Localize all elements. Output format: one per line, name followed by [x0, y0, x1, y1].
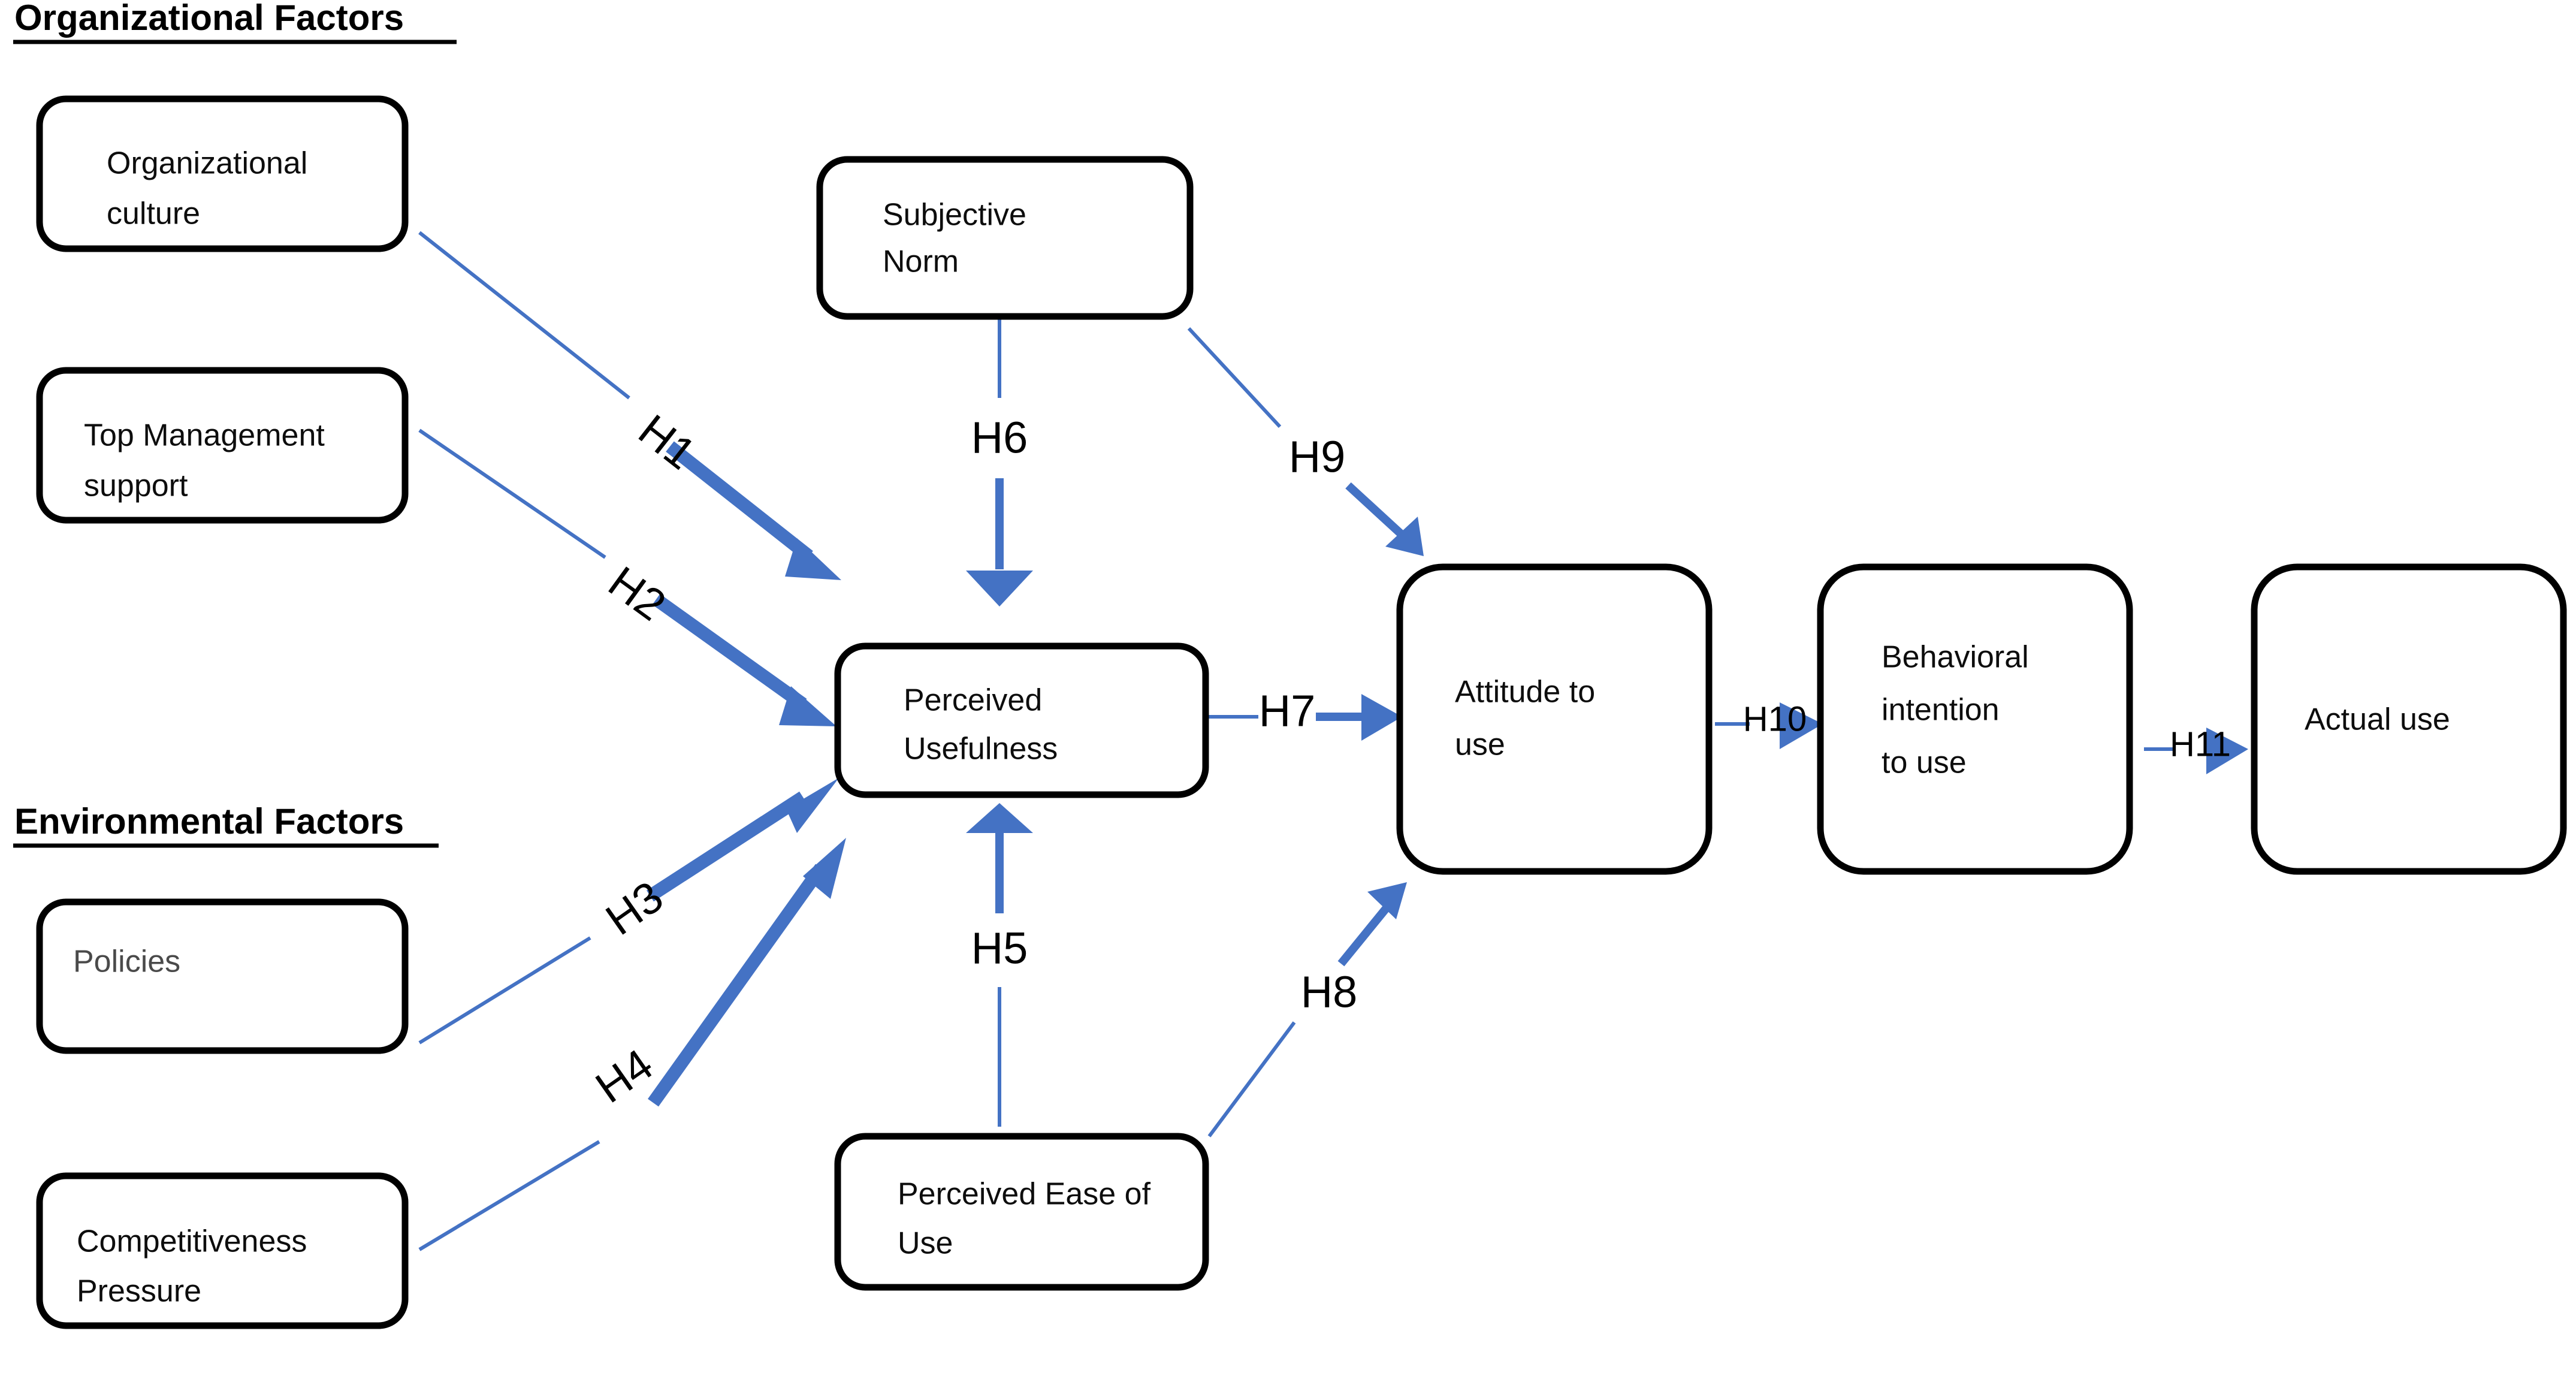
node-behavioral-intention-to-use-line-1: Behavioral — [1882, 640, 2029, 675]
edge-h6-label: H6 — [971, 413, 1028, 463]
node-top-management-support-line-2: support — [84, 469, 188, 503]
edge-h11: H11 — [2144, 725, 2248, 774]
edge-h8-thick-segment — [1337, 896, 1397, 967]
edge-h10: H10 — [1715, 699, 1823, 749]
edge-h7: H7 — [1206, 686, 1402, 741]
node-perceived-usefulness[interactable]: Perceived Usefulness — [834, 642, 1209, 798]
edge-h9: H9 — [1187, 327, 1424, 556]
heading-organizational-factors: Organizational Factors — [13, 0, 457, 44]
edge-h8-label: H8 — [1301, 967, 1358, 1017]
edge-h5-arrowhead — [966, 803, 1033, 833]
edge-h5: H5 — [966, 803, 1033, 1127]
edge-h2-label: H2 — [600, 557, 675, 630]
node-attitude-to-use-line-1: Attitude to — [1455, 675, 1595, 710]
node-perceived-ease-of-use-line-2: Use — [898, 1226, 953, 1261]
node-actual-use-shape[interactable] — [2251, 563, 2567, 875]
edge-h2-arrowhead — [779, 686, 836, 726]
node-competitiveness-pressure-shape[interactable] — [36, 1172, 409, 1329]
node-perceived-usefulness-line-2: Usefulness — [904, 732, 1058, 767]
edge-h8: H8 — [1207, 882, 1407, 1137]
node-perceived-ease-of-use-line-1: Perceived Ease of — [898, 1177, 1151, 1212]
node-behavioral-intention-to-use-shape[interactable] — [1817, 563, 2133, 875]
edge-h3-thin-segment — [418, 936, 591, 1045]
edge-h4-thin-segment — [418, 1140, 600, 1251]
node-policies[interactable]: Policies — [36, 898, 409, 1054]
edge-h3-arrowhead — [786, 778, 839, 833]
node-competitiveness-pressure[interactable]: Competitiveness Pressure — [36, 1172, 409, 1329]
node-perceived-ease-of-use[interactable]: Perceived Ease of Use — [834, 1133, 1209, 1291]
edge-h8-thin-segment — [1207, 1021, 1296, 1137]
node-behavioral-intention-to-use[interactable]: Behavioral intention to use — [1817, 563, 2133, 875]
edge-h2: H2 — [418, 429, 836, 726]
edge-h1-thick-segment — [666, 441, 813, 562]
edge-h6: H6 — [966, 316, 1033, 606]
node-top-management-support-shape[interactable] — [36, 367, 409, 524]
node-perceived-ease-of-use-shape[interactable] — [834, 1133, 1209, 1291]
edge-h3-thick-segment — [647, 791, 807, 902]
edge-h2-thin-segment — [418, 429, 606, 559]
node-competitiveness-pressure-line-1: Competitiveness — [77, 1224, 307, 1259]
node-subjective-norm[interactable]: Subjective Norm — [816, 156, 1194, 320]
node-policies-line-1: Policies — [73, 944, 180, 979]
edge-h10-arrowhead — [1780, 702, 1823, 749]
node-perceived-usefulness-line-1: Perceived — [904, 683, 1042, 718]
node-actual-use[interactable]: Actual use — [2251, 563, 2567, 875]
edge-h9-thin-segment — [1187, 327, 1282, 429]
node-organizational-culture-line-1: Organizational — [107, 146, 307, 181]
edge-h9-arrowhead — [1385, 517, 1424, 556]
edge-h9-thick-segment — [1345, 482, 1410, 543]
node-subjective-norm-shape[interactable] — [816, 156, 1194, 320]
node-top-management-support[interactable]: Top Management support — [36, 367, 409, 524]
heading-environmental-factors-label: Environmental Factors — [14, 801, 404, 841]
edge-h3: H3 — [418, 778, 839, 1045]
edge-h10-label: H10 — [1743, 699, 1807, 738]
edge-h5-label: H5 — [971, 924, 1028, 973]
node-policies-shape[interactable] — [36, 898, 409, 1054]
node-attitude-to-use-shape[interactable] — [1396, 563, 1713, 875]
node-behavioral-intention-to-use-line-3: to use — [1882, 746, 1967, 780]
edge-h11-label: H11 — [2170, 725, 2231, 764]
edge-h9-label: H9 — [1289, 432, 1346, 482]
node-top-management-support-line-1: Top Management — [84, 418, 325, 453]
node-attitude-to-use[interactable]: Attitude to use — [1396, 563, 1713, 875]
edge-h7-label: H7 — [1259, 686, 1316, 736]
node-perceived-usefulness-shape[interactable] — [834, 642, 1209, 798]
edge-h1-thin-segment — [418, 231, 630, 400]
edge-h8-arrowhead — [1367, 882, 1407, 919]
node-subjective-norm-line-1: Subjective — [883, 198, 1026, 233]
node-attitude-to-use-line-2: use — [1455, 728, 1505, 762]
node-actual-use-line-1: Actual use — [2305, 702, 2450, 737]
heading-environmental-factors: Environmental Factors — [13, 801, 439, 848]
edge-h1: H1 — [418, 231, 841, 580]
node-competitiveness-pressure-line-2: Pressure — [77, 1274, 201, 1309]
edge-h2-thick-segment — [652, 594, 807, 710]
edge-h6-arrowhead — [966, 571, 1033, 606]
node-subjective-norm-line-2: Norm — [883, 245, 959, 279]
edge-h7-arrowhead — [1361, 694, 1402, 741]
edge-h4-label: H4 — [587, 1039, 662, 1112]
edge-h4-thick-segment — [648, 864, 826, 1107]
heading-organizational-factors-label: Organizational Factors — [14, 0, 404, 38]
node-organizational-culture-shape[interactable] — [36, 95, 409, 252]
node-organizational-culture[interactable]: Organizational culture — [36, 95, 409, 252]
node-behavioral-intention-to-use-line-2: intention — [1882, 693, 2000, 728]
node-organizational-culture-line-2: culture — [107, 197, 200, 231]
edge-h11-arrowhead — [2206, 728, 2248, 774]
edge-h4-arrowhead — [803, 838, 846, 899]
edge-h1-arrowhead — [785, 538, 841, 580]
